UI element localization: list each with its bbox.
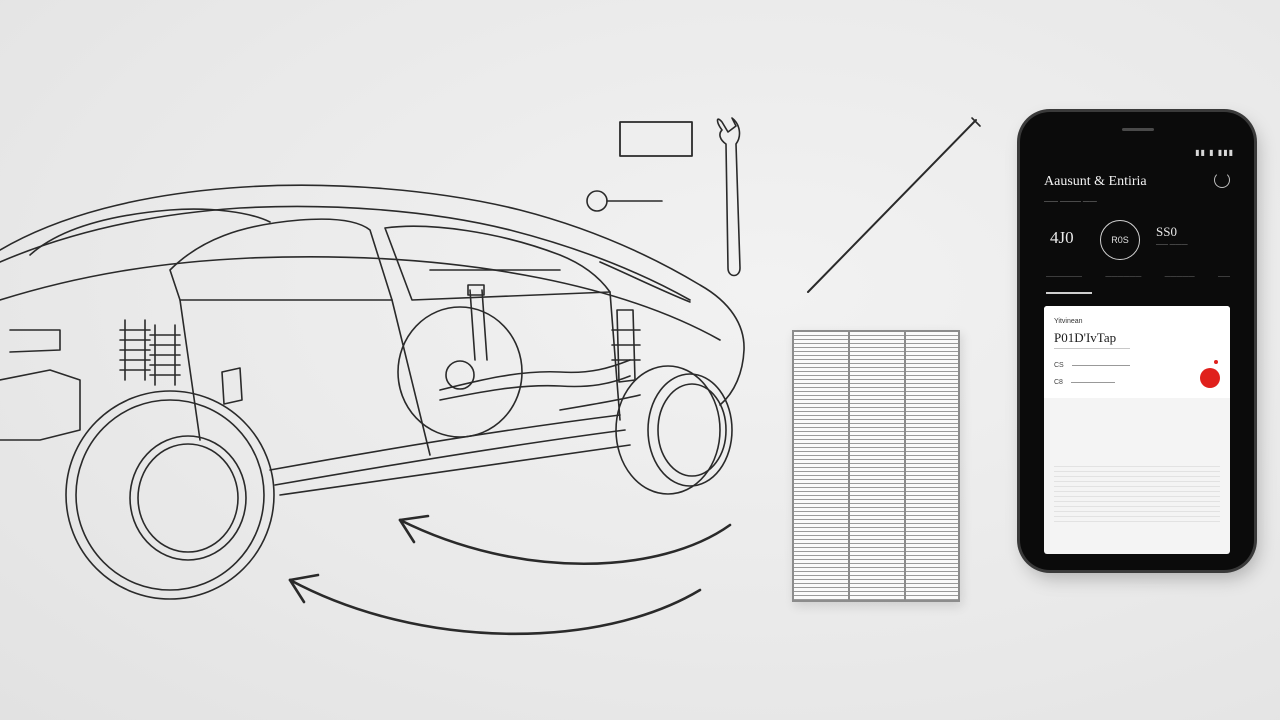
detail-card: Yitvinean P01D'IvTap CS C8	[1044, 306, 1230, 554]
card-row-2-label: C8	[1054, 379, 1063, 386]
card-row-2[interactable]: C8	[1054, 379, 1115, 386]
stat-circle-label: R0S	[1111, 235, 1129, 245]
arrow-lower	[288, 573, 702, 636]
card-row-1-label: CS	[1054, 362, 1064, 369]
tab-4[interactable]: ——	[1217, 274, 1230, 280]
tab-3[interactable]: —————	[1164, 274, 1195, 280]
record-button[interactable]	[1200, 368, 1220, 388]
refresh-icon[interactable]	[1214, 172, 1230, 188]
card-row-1[interactable]: CS	[1054, 362, 1130, 369]
phone-notch	[1122, 128, 1154, 131]
card-title: P01D'IvTap	[1054, 330, 1117, 345]
app-subtitle: —— ——— ——	[1044, 198, 1097, 205]
card-divider	[1054, 348, 1130, 349]
stat-right-value: SS0	[1156, 224, 1177, 239]
card-text-lines	[1054, 466, 1220, 522]
notification-dot	[1214, 360, 1218, 364]
screwdriver-icon	[807, 117, 981, 293]
card-row-1-text-placeholder	[1071, 364, 1130, 366]
arrow-upper	[398, 514, 732, 565]
status-bar: ▮▮ ▮ ▮▮▮	[1195, 148, 1234, 157]
tag-icon	[619, 121, 693, 157]
active-tab-indicator	[1046, 292, 1092, 294]
card-header-panel	[1044, 306, 1230, 398]
air-filter	[792, 330, 960, 602]
stat-right-caption: —— ———	[1156, 242, 1188, 248]
card-eyebrow: Yitvinean	[1054, 318, 1083, 325]
tab-bar: —————— —————— ————— ——	[1046, 274, 1230, 280]
middle-wheel	[397, 306, 523, 438]
tab-2[interactable]: ——————	[1105, 274, 1142, 280]
smartphone: ▮▮ ▮ ▮▮▮ Aausunt & Entiria —— ——— —— 4J0…	[1020, 112, 1254, 570]
app-title: Aausunt & Entiria	[1044, 174, 1147, 189]
key-icon	[586, 190, 663, 212]
card-row-2-text-placeholder	[1070, 381, 1115, 383]
stat-circle[interactable]: R0S	[1100, 220, 1140, 260]
wrench-icon	[716, 117, 741, 277]
stat-left-value: 4J0	[1050, 228, 1074, 247]
tab-1[interactable]: ——————	[1046, 274, 1082, 280]
rear-wheel	[65, 390, 275, 600]
front-wheel	[615, 365, 733, 495]
car-outline	[0, 184, 745, 496]
